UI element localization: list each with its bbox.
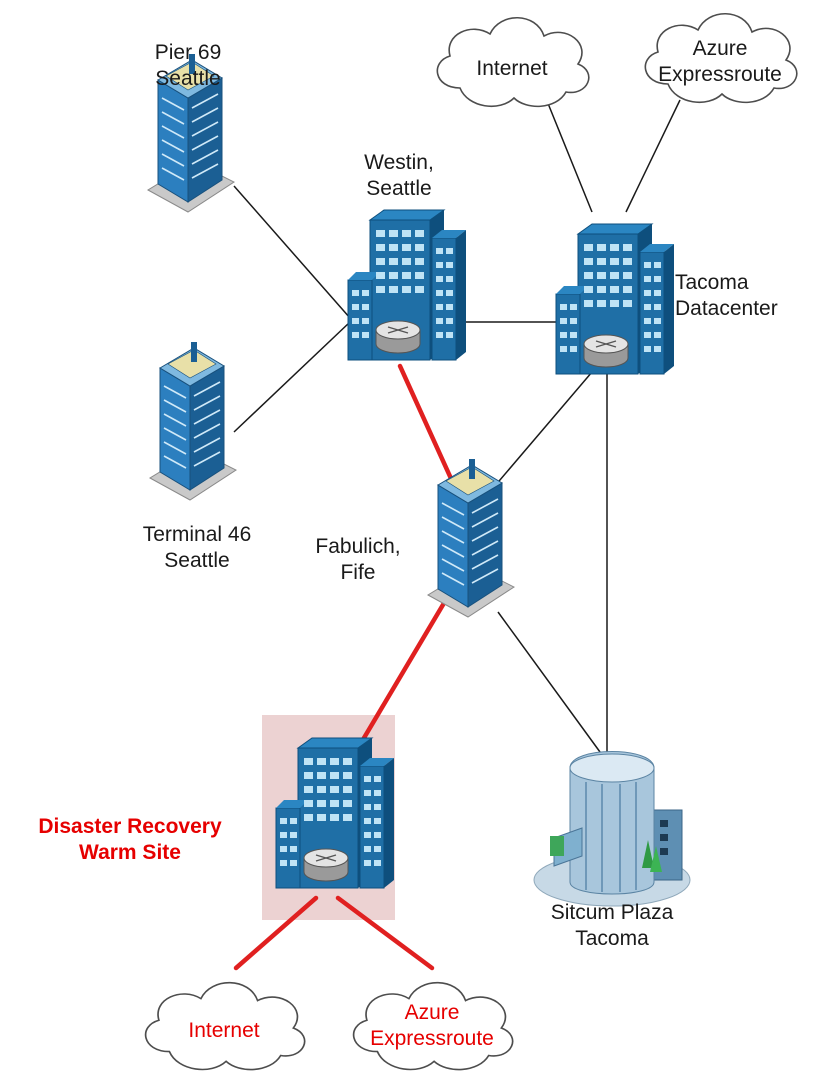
network-links xyxy=(233,95,681,753)
tacoma-datacenter-label-line1: Tacoma xyxy=(675,271,749,294)
dr-link-dr-internet xyxy=(233,895,319,971)
bottom-internet-cloud-text: Internet xyxy=(188,1019,260,1042)
dr-site-label-line1: Disaster Recovery xyxy=(38,815,222,838)
bottom-azure-cloud-line1: Azure xyxy=(404,1001,460,1024)
top-azure-cloud-label: Azure Expressroute xyxy=(650,36,790,88)
top-azure-cloud-line1: Azure xyxy=(692,37,748,60)
westin-label: Westin, Seattle xyxy=(356,150,442,202)
link-tacoma-fabulich xyxy=(487,371,593,495)
dr-link-dr-azure xyxy=(335,895,435,971)
pier69-label-line1: Pier 69 xyxy=(154,41,222,64)
sitcum-plaza-label-line1: Sitcum Plaza xyxy=(550,901,674,924)
bottom-azure-cloud-line2: Expressroute xyxy=(370,1027,494,1050)
tacoma-datacenter-label-line2: Datacenter xyxy=(675,297,778,320)
terminal46-label-line2: Seattle xyxy=(164,549,230,572)
top-internet-cloud-text: Internet xyxy=(476,57,548,80)
dr-site-label-line2: Warm Site xyxy=(79,841,181,864)
dr-link-fabulich-dr xyxy=(355,595,450,751)
link-fabulich-sitcum xyxy=(497,611,601,753)
link-terminal46-westin xyxy=(233,321,351,433)
terminal46-label: Terminal 46 Seattle xyxy=(122,522,272,574)
dr-site-label: Disaster Recovery Warm Site xyxy=(10,814,250,866)
top-internet-cloud-label: Internet xyxy=(462,56,562,82)
dr-links xyxy=(233,363,461,971)
tacoma-datacenter-label: Tacoma Datacenter xyxy=(675,270,805,322)
sitcum-plaza-label-line2: Tacoma xyxy=(575,927,649,950)
link-azure-tacoma xyxy=(625,99,681,213)
bottom-azure-cloud-label: Azure Expressroute xyxy=(360,1000,504,1052)
bottom-internet-cloud-label: Internet xyxy=(174,1018,274,1044)
westin-router-building-icon[interactable] xyxy=(347,209,467,361)
dr-link-westin-fabulich xyxy=(397,363,461,497)
pier69-label: Pier 69 Seattle xyxy=(138,40,238,92)
pier69-label-line2: Seattle xyxy=(155,67,221,90)
tacoma-datacenter-router-building-icon[interactable] xyxy=(555,223,675,375)
fabulich-label: Fabulich, Fife xyxy=(300,534,416,586)
sitcum-plaza-label: Sitcum Plaza Tacoma xyxy=(532,900,692,952)
fabulich-label-line1: Fabulich, xyxy=(315,535,401,558)
link-pier69-westin xyxy=(233,185,351,319)
link-internet-tacoma xyxy=(544,95,593,213)
westin-label-line1: Westin, xyxy=(364,151,434,174)
top-azure-cloud-line2: Expressroute xyxy=(658,63,782,86)
fabulich-label-line2: Fife xyxy=(340,561,376,584)
sitcum-plaza-building-icon[interactable] xyxy=(533,750,691,907)
westin-label-line2: Seattle xyxy=(366,177,432,200)
terminal46-label-line1: Terminal 46 xyxy=(142,523,252,546)
terminal46-building-icon[interactable] xyxy=(149,341,237,501)
fabulich-building-icon[interactable] xyxy=(427,458,515,618)
